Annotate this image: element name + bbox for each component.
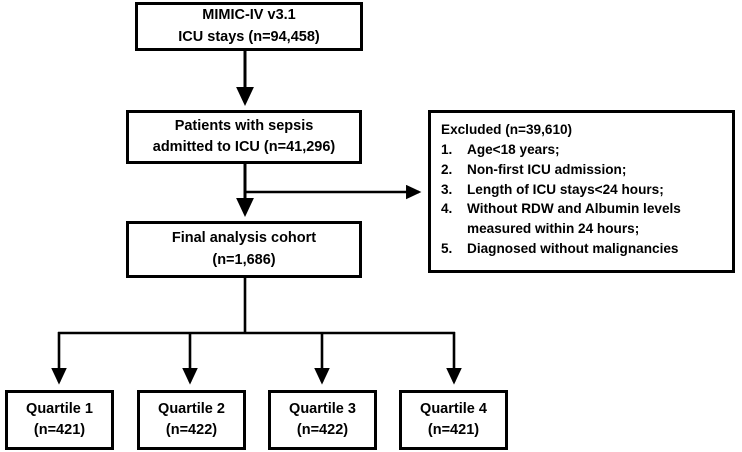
excluded-item-text-group: Without RDW and Albumin levels measured … xyxy=(467,199,724,239)
excluded-item: 5. Diagnosed without malignancies xyxy=(441,239,724,259)
node-cohort-line1: Final analysis cohort xyxy=(171,230,317,247)
node-sepsis-line2: admitted to ICU (n=41,296) xyxy=(152,139,336,155)
excluded-criteria-list: 1. Age<18 years; 2. Non-first ICU admiss… xyxy=(441,140,724,259)
excluded-item-number: 5. xyxy=(441,241,453,257)
quartile-label: Quartile 2 xyxy=(158,400,225,417)
excluded-item-number: 3. xyxy=(441,181,453,197)
excluded-item-number: 2. xyxy=(441,161,453,177)
quartile-count: (n=421) xyxy=(427,422,480,438)
excluded-item-text: Non-first ICU admission; xyxy=(467,161,627,177)
excluded-item: 3. Length of ICU stays<24 hours; xyxy=(441,180,724,200)
connector-cohort-to-quartiles xyxy=(51,278,462,385)
node-source-line1: MIMIC-IV v3.1 xyxy=(202,7,296,24)
excluded-item-number: 4. xyxy=(441,201,453,217)
quartile-count: (n=422) xyxy=(165,422,218,438)
node-source-cohort: MIMIC-IV v3.1 ICU stays (n=94,458) xyxy=(135,2,363,51)
quartile-count: (n=422) xyxy=(296,422,349,438)
node-sepsis-line1: Patients with sepsis xyxy=(174,117,314,134)
excluded-item-text: Length of ICU stays<24 hours; xyxy=(467,181,664,197)
excluded-item-text: Age<18 years; xyxy=(467,141,560,157)
excluded-item-text: Without RDW and Albumin levels xyxy=(467,201,681,217)
quartile-label: Quartile 4 xyxy=(420,400,487,417)
excluded-item-number: 1. xyxy=(441,141,453,157)
node-cohort-line2: (n=1,686) xyxy=(212,251,276,268)
node-quartile-3: Quartile 3 (n=422) xyxy=(268,390,377,450)
excluded-item-text: Diagnosed without malignancies xyxy=(467,241,679,257)
node-quartile-2: Quartile 2 (n=422) xyxy=(137,390,246,450)
quartile-label: Quartile 3 xyxy=(289,400,356,417)
excluded-item: 4. Without RDW and Albumin levels measur… xyxy=(441,199,724,239)
excluded-item: 1. Age<18 years; xyxy=(441,140,724,160)
node-quartile-1: Quartile 1 (n=421) xyxy=(5,390,114,450)
node-quartile-4: Quartile 4 (n=421) xyxy=(399,390,508,450)
quartile-label: Quartile 1 xyxy=(26,400,93,417)
node-final-cohort: Final analysis cohort (n=1,686) xyxy=(126,221,362,278)
node-excluded-criteria: Excluded (n=39,610) 1. Age<18 years; 2. … xyxy=(428,110,735,273)
node-source-line2: ICU stays (n=94,458) xyxy=(178,28,320,45)
excluded-item-text-continued: measured within 24 hours; xyxy=(467,221,640,237)
excluded-title: Excluded (n=39,610) xyxy=(441,122,573,137)
quartile-count: (n=421) xyxy=(33,422,86,438)
node-sepsis-patients: Patients with sepsis admitted to ICU (n=… xyxy=(126,110,362,164)
excluded-item: 2. Non-first ICU admission; xyxy=(441,160,724,180)
